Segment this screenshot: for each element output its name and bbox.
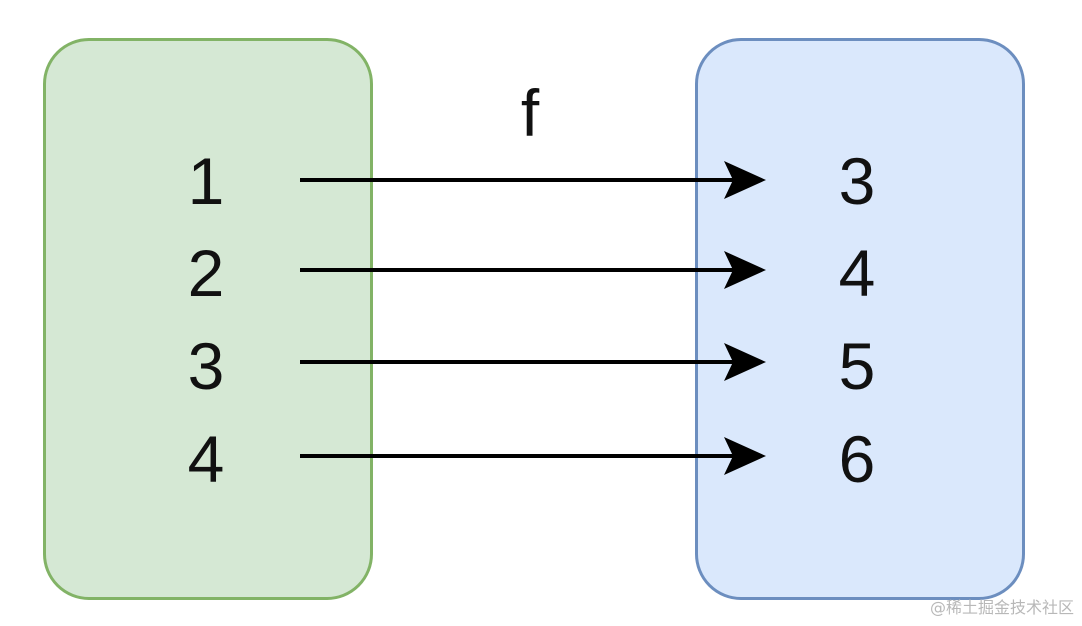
domain-value-2: 2 (187, 236, 225, 310)
codomain-value-1: 3 (838, 144, 876, 218)
codomain-value-4: 6 (838, 422, 876, 496)
mapping-arrow (300, 161, 766, 199)
mapping-arrow (300, 343, 766, 381)
domain-set-box (43, 38, 373, 600)
domain-value-3: 3 (187, 329, 225, 403)
domain-value-1: 1 (187, 144, 225, 218)
codomain-set-box (695, 38, 1025, 600)
codomain-value-3: 5 (838, 329, 876, 403)
mapping-arrow (300, 437, 766, 475)
watermark: @稀土掘金技术社区 (929, 598, 1074, 617)
mapping-arrow (300, 251, 766, 289)
codomain-value-2: 4 (838, 236, 876, 310)
domain-value-4: 4 (187, 422, 225, 496)
function-label: f (520, 76, 540, 150)
